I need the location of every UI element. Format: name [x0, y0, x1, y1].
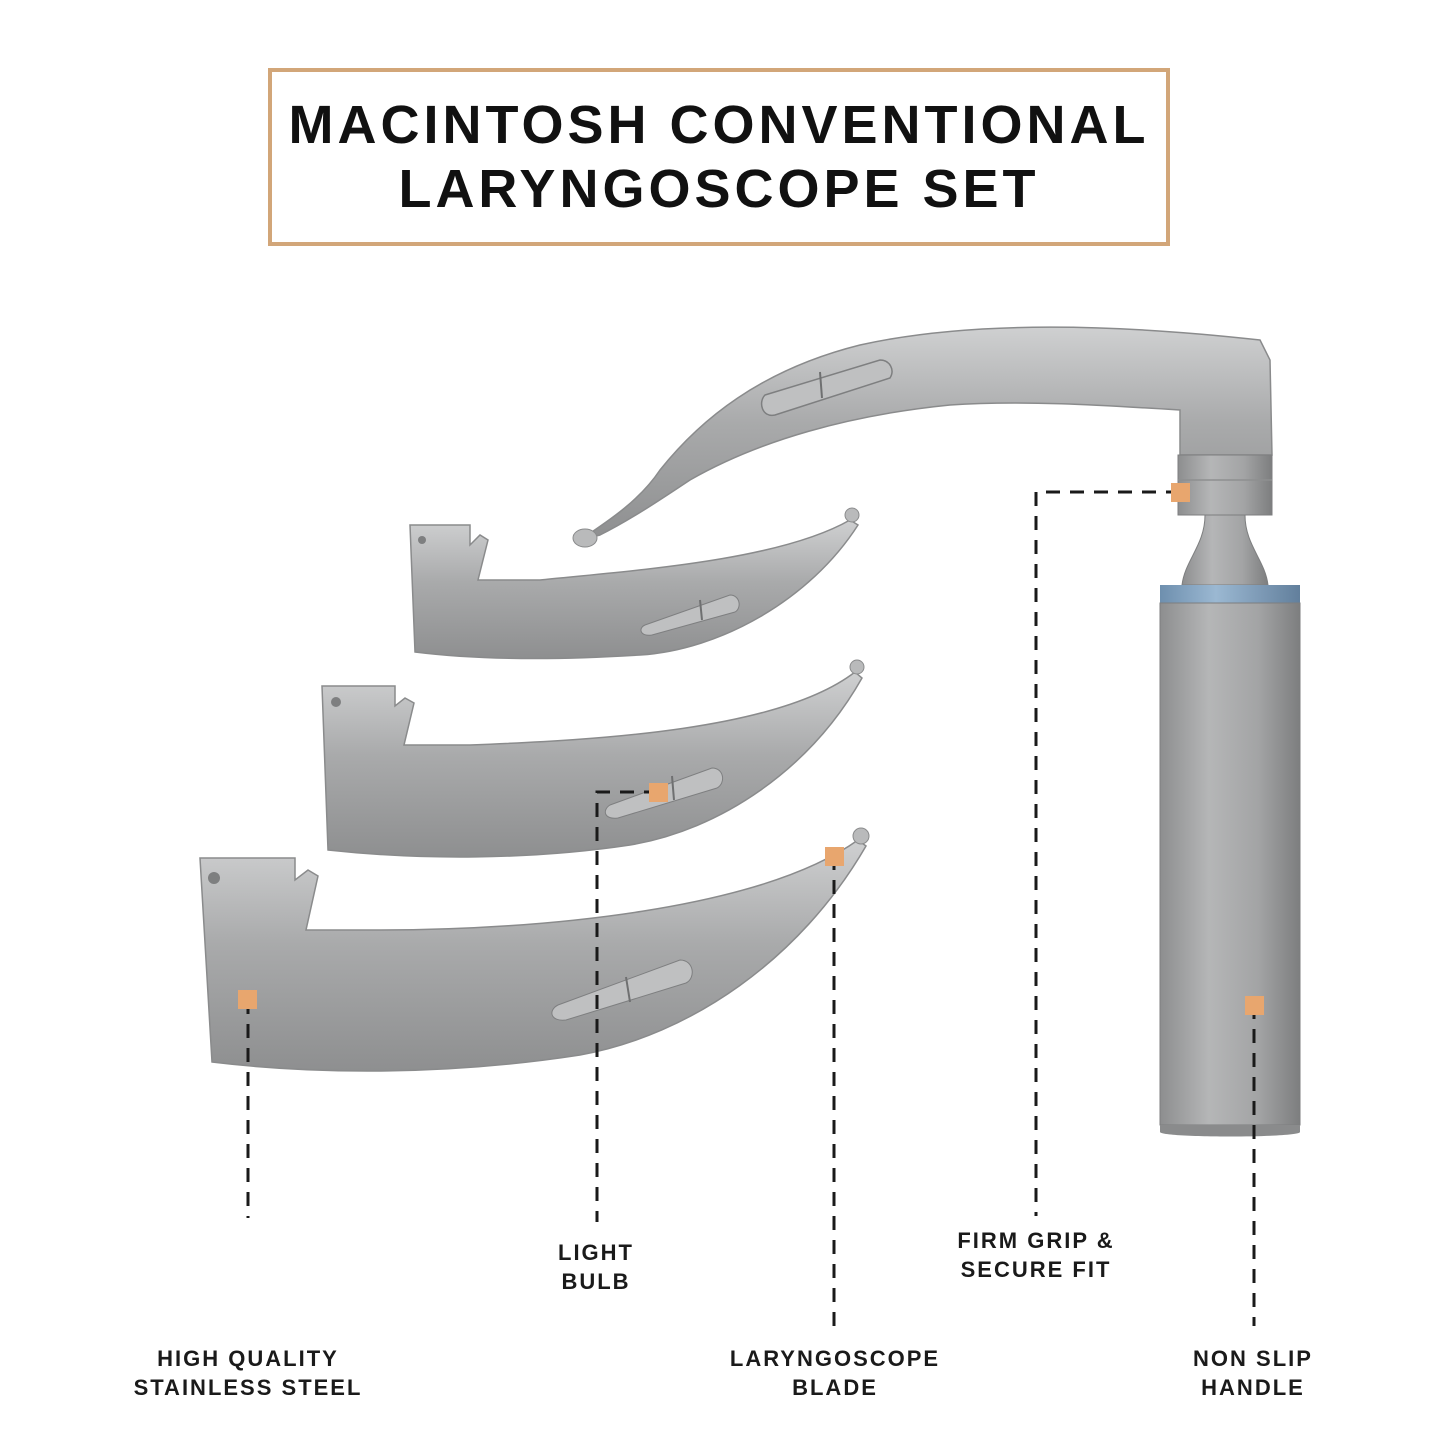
handle: [1159, 454, 1301, 1137]
leader-line-grip: [1034, 490, 1180, 1216]
label-blade-line2: BLADE: [792, 1375, 878, 1400]
label-handle-line1: NON SLIP: [1193, 1346, 1313, 1371]
marker-handle: [1245, 996, 1264, 1015]
label-handle-line2: HANDLE: [1201, 1375, 1305, 1400]
label-firm-grip-line2: SECURE FIT: [960, 1257, 1112, 1282]
label-light-bulb-line2: BULB: [561, 1269, 631, 1294]
marker-blade: [825, 847, 844, 866]
leader-lines: [246, 490, 1256, 1326]
blade-large: [199, 827, 870, 1072]
label-firm-grip-line1: FIRM GRIP &: [957, 1228, 1115, 1253]
title-line-1: MACINTOSH CONVENTIONAL: [288, 95, 1150, 155]
label-stainless-steel-line1: HIGH QUALITY: [157, 1346, 339, 1371]
title-box: MACINTOSH CONVENTIONAL LARYNGOSCOPE SET: [268, 68, 1170, 246]
label-blade-line1: LARYNGOSCOPE: [729, 1346, 941, 1371]
title-line-2: LARYNGOSCOPE SET: [398, 159, 1040, 219]
label-blade: LARYNGOSCOPE BLADE: [730, 1344, 940, 1402]
label-firm-grip: FIRM GRIP & SECURE FIT: [957, 1226, 1114, 1284]
leader-line-bulb: [595, 790, 658, 1222]
markers: [238, 483, 1264, 1015]
label-stainless-steel-line2: STAINLESS STEEL: [133, 1375, 363, 1400]
marker-steel: [238, 990, 257, 1009]
label-light-bulb-line1: LIGHT: [558, 1240, 634, 1265]
blade-medium: [321, 659, 865, 858]
marker-bulb: [649, 783, 668, 802]
label-handle: NON SLIP HANDLE: [1193, 1344, 1313, 1402]
label-stainless-steel: HIGH QUALITY STAINLESS STEEL: [134, 1344, 363, 1402]
label-light-bulb: LIGHT BULB: [558, 1238, 634, 1296]
attached-blade: [572, 326, 1273, 548]
marker-grip: [1171, 483, 1190, 502]
blade-small: [409, 507, 860, 660]
